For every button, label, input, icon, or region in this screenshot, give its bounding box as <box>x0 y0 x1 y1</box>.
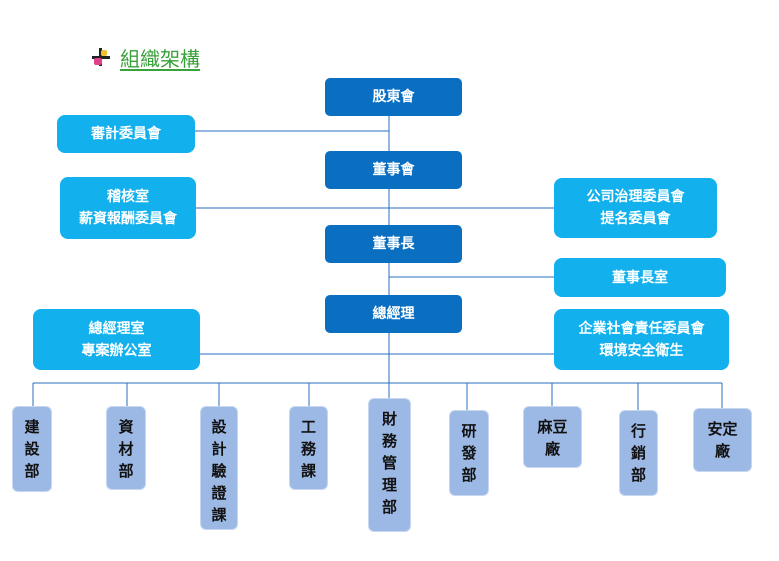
esg-committee-box: 企業社會責任委員會 環境安全衛生 <box>554 309 729 370</box>
department-box: 建 設 部 <box>12 406 52 492</box>
department-box: 資 材 部 <box>106 406 146 490</box>
department-box: 安定 廠 <box>693 408 752 472</box>
bullet-cross-icon <box>92 48 110 66</box>
department-box: 行 銷 部 <box>619 410 658 496</box>
general-manager-box: 總經理 <box>325 295 462 333</box>
gm-office-box: 總經理室 專案辦公室 <box>33 309 200 370</box>
chairman-office-box: 董事長室 <box>554 258 726 297</box>
page-title: 組織架構 <box>92 44 200 71</box>
audit-office-box: 稽核室 薪資報酬委員會 <box>60 177 196 239</box>
governance-committee-box: 公司治理委員會 提名委員會 <box>554 178 717 238</box>
page-title-text: 組織架構 <box>120 46 200 71</box>
department-box: 財 務 管 理 部 <box>368 398 411 532</box>
department-box: 麻豆 廠 <box>523 406 582 468</box>
board-box: 董事會 <box>325 151 462 189</box>
shareholders-box: 股東會 <box>325 78 462 116</box>
department-box: 工 務 課 <box>289 406 328 490</box>
chairman-box: 董事長 <box>325 225 462 263</box>
department-box: 研 發 部 <box>449 410 489 496</box>
audit-committee-box: 審計委員會 <box>57 115 195 153</box>
department-box: 設 計 驗 證 課 <box>200 406 238 530</box>
